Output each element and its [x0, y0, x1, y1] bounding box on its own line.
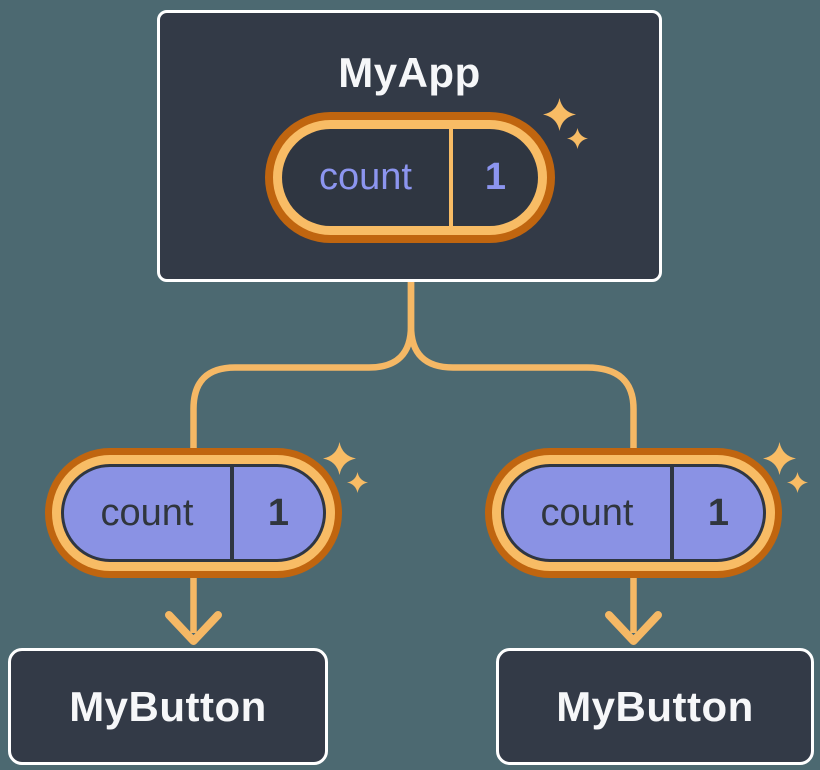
- state-name-label: count: [540, 491, 634, 534]
- sparkle-icon: [323, 442, 368, 493]
- state-value: 1: [484, 156, 507, 198]
- arrow-down-icon: [605, 611, 662, 645]
- pill-divider: [230, 467, 234, 559]
- state-value: 1: [707, 491, 730, 534]
- pill-divider: [449, 129, 453, 226]
- mybutton-node-right: MyButton: [496, 648, 814, 765]
- right-state-pill: count 1: [485, 448, 782, 578]
- node-title: MyButton: [556, 682, 754, 730]
- state-name-label: count: [319, 156, 412, 198]
- sparkle-icon: [763, 442, 808, 493]
- node-title: MyButton: [69, 682, 267, 730]
- node-title: MyApp: [338, 49, 481, 96]
- sparkle-icon: [543, 98, 588, 149]
- mybutton-node-left: MyButton: [8, 648, 328, 765]
- branch-right-line: [407, 278, 637, 633]
- state-name-label: count: [100, 491, 194, 534]
- left-state-pill: count 1: [45, 448, 342, 578]
- pill-core: count 1: [61, 464, 326, 562]
- state-value: 1: [267, 491, 290, 534]
- root-state-pill: count 1: [265, 112, 555, 243]
- arrow-down-icon: [165, 611, 222, 645]
- branch-left-line: [190, 278, 415, 633]
- pill-divider: [670, 467, 674, 559]
- pill-core: count 1: [501, 464, 766, 562]
- pill-core: count 1: [282, 129, 538, 226]
